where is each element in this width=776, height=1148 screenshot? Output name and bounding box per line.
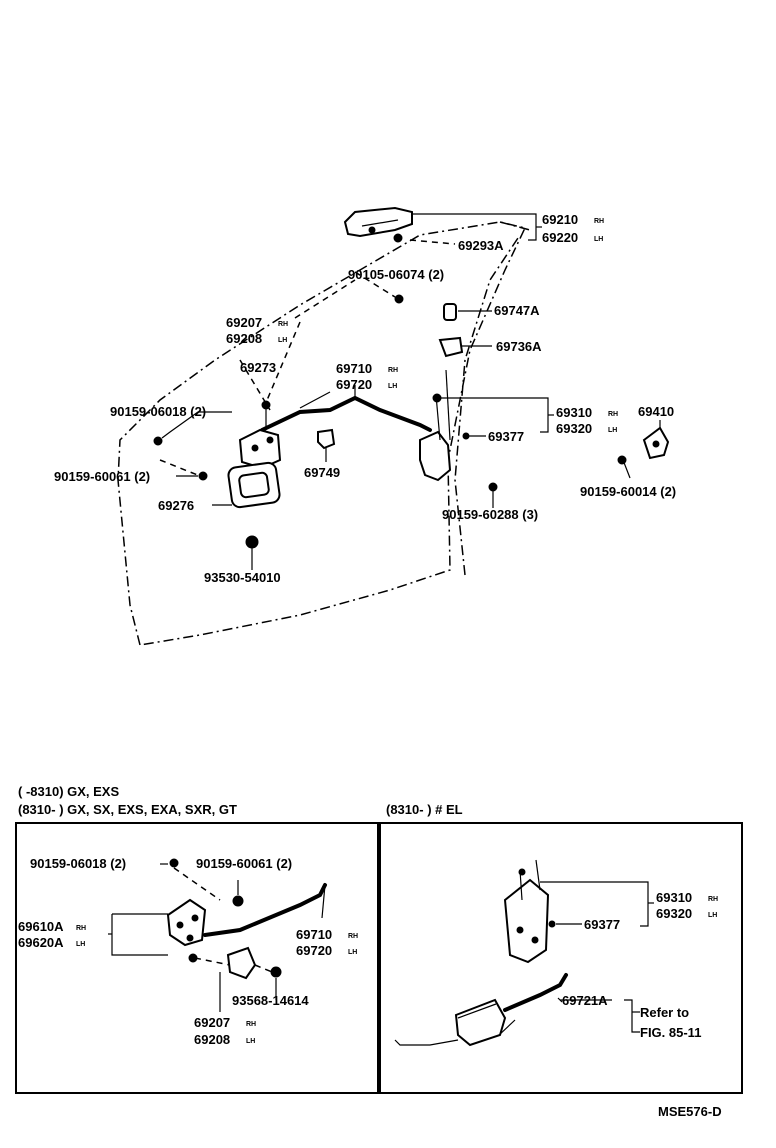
ll-label-69620A: 69620A (18, 935, 64, 950)
label-90159-06018: 90159-06018 (2) (110, 404, 206, 419)
inside-lock-assembly (238, 400, 282, 470)
motor-rod (503, 973, 568, 1012)
label-69747A: 69747A (494, 303, 540, 318)
lr-label-69721A: 69721A (562, 993, 608, 1008)
inside-handle-part (227, 461, 281, 509)
ll-label-69610A: 69610A (18, 919, 64, 934)
cylinder-retainer-part (438, 336, 464, 358)
lr-refer-to: Refer to (640, 1005, 689, 1020)
ll-label-69710-rh: RH (348, 933, 358, 940)
label-69710-rh: RH (388, 367, 398, 374)
lock-rod-part (260, 395, 432, 432)
outside-handle-part (343, 206, 413, 243)
label-69207: 69207 (226, 315, 262, 330)
lower-left-rod (203, 883, 327, 937)
label-69310-rh: RH (608, 411, 618, 418)
label-69220-lh: LH (594, 236, 603, 243)
lr-label-69320-lh: LH (708, 912, 717, 919)
label-69208-lh: LH (278, 337, 287, 344)
ll-label-90159-06018: 90159-06018 (2) (30, 856, 126, 871)
door-striker-part (642, 426, 670, 460)
label-69377: 69377 (488, 429, 524, 444)
label-90159-60288: 90159-60288 (3) (442, 507, 538, 522)
label-69720: 69720 (336, 377, 372, 392)
ll-label-93568-14614: 93568-14614 (232, 993, 309, 1008)
label-69273: 69273 (240, 360, 276, 375)
ll-label-69720-lh: LH (348, 949, 357, 956)
label-69207-rh: RH (278, 321, 288, 328)
ll-label-69207-rh: RH (246, 1021, 256, 1028)
lr-label-69310-rh: RH (708, 896, 718, 903)
label-90105-06074: 90105-06074 (2) (348, 267, 444, 282)
label-69320-lh: LH (608, 427, 617, 434)
label-69736A: 69736A (496, 339, 542, 354)
lr-label-69320: 69320 (656, 906, 692, 921)
label-90159-60061: 90159-60061 (2) (54, 469, 150, 484)
label-69208: 69208 (226, 331, 262, 346)
label-69410: 69410 (638, 404, 674, 419)
label-69276: 69276 (158, 498, 194, 513)
ll-label-69710: 69710 (296, 927, 332, 942)
lower-left-lock-assembly (166, 898, 207, 947)
door-outline (117, 221, 531, 646)
ll-label-69720: 69720 (296, 943, 332, 958)
label-93530-54010: 93530-54010 (204, 570, 281, 585)
label-69320: 69320 (556, 421, 592, 436)
diagram-code: MSE576-D (658, 1104, 722, 1119)
lr-label-69377: 69377 (584, 917, 620, 932)
label-69293A: 69293A (458, 238, 504, 253)
label-69210: 69210 (542, 212, 578, 227)
label-69749: 69749 (304, 465, 340, 480)
variant-header-1: ( -8310) GX, EXS (18, 784, 119, 799)
lower-left-clip (226, 946, 257, 980)
variant-header-el: (8310- ) # EL (386, 802, 463, 817)
door-lock-part (419, 369, 452, 482)
lower-left-panel (15, 822, 379, 1094)
ll-label-69610A-rh: RH (76, 925, 86, 932)
label-69710: 69710 (336, 361, 372, 376)
ll-label-69208: 69208 (194, 1032, 230, 1047)
rod-clip-part (317, 428, 336, 450)
label-69210-rh: RH (594, 218, 604, 225)
ll-label-69208-lh: LH (246, 1038, 255, 1045)
lr-label-69310: 69310 (656, 890, 692, 905)
label-69720-lh: LH (388, 383, 397, 390)
lr-refer-fig: FIG. 85-11 (640, 1025, 701, 1040)
ll-label-69620A-lh: LH (76, 941, 85, 948)
ll-label-90159-60061: 90159-60061 (2) (196, 856, 292, 871)
key-cylinder-part (443, 303, 457, 321)
door-lock-motor-part (454, 998, 507, 1047)
label-90159-60014: 90159-60014 (2) (580, 484, 676, 499)
label-69220: 69220 (542, 230, 578, 245)
variant-header-2: (8310- ) GX, SX, EXS, EXA, SXR, GT (18, 802, 237, 817)
lower-right-panel (379, 822, 743, 1094)
lower-right-lock-assembly (503, 859, 550, 964)
label-69310: 69310 (556, 405, 592, 420)
ll-label-69207: 69207 (194, 1015, 230, 1030)
